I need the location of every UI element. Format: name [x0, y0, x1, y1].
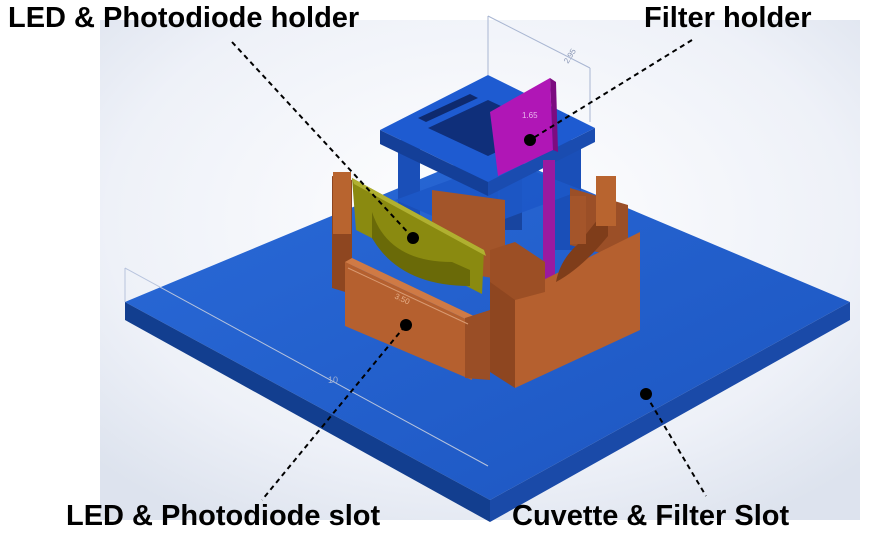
leader-cuvette-slot	[645, 394, 707, 497]
tower-top-frame-right-edge	[488, 128, 595, 196]
label-cuvette-filter-slot: Cuvette & Filter Slot	[512, 500, 790, 532]
callout-dot-filter-holder	[524, 134, 536, 146]
copper-left-top-lip	[345, 258, 478, 322]
base-dimension-value: 10	[328, 375, 338, 385]
filter-face	[490, 78, 553, 176]
callout-dot-cuvette-slot	[640, 388, 652, 400]
copper-right-post	[596, 176, 616, 226]
copper-right-cup	[490, 242, 545, 300]
filter-edge	[550, 78, 558, 152]
base-plate-left-edge	[125, 302, 490, 522]
callout-dot-led-slot	[400, 319, 412, 331]
filter-plate: 1.65	[490, 78, 558, 286]
copper-slot-right	[490, 176, 640, 388]
label-filter-holder: Filter holder	[644, 2, 812, 34]
copper-left-post	[333, 172, 351, 234]
filter-height-dimension: 1.65	[522, 111, 538, 120]
tower-top-frame-left-edge	[380, 130, 488, 196]
base-plate-right-edge	[490, 302, 850, 522]
tower-slot	[418, 94, 478, 122]
filter-stem	[543, 160, 555, 286]
slot-dimension-line	[347, 267, 469, 325]
base-dimension-line	[124, 267, 489, 467]
led-holder-edge	[352, 178, 486, 256]
label-led-photodiode-slot: LED & Photodiode slot	[66, 500, 381, 532]
copper-left-end	[465, 310, 490, 380]
filter-dimension-line-2	[487, 15, 591, 69]
label-led-photodiode-holder: LED & Photodiode holder	[8, 2, 360, 34]
callouts	[231, 39, 707, 501]
copper-right-post-2	[570, 196, 586, 244]
callout-dot-led-holder	[407, 232, 419, 244]
led-holder-curve	[372, 212, 470, 286]
leader-led-slot	[261, 325, 406, 501]
leader-filter-holder	[529, 39, 693, 141]
copper-right-front	[515, 232, 640, 388]
